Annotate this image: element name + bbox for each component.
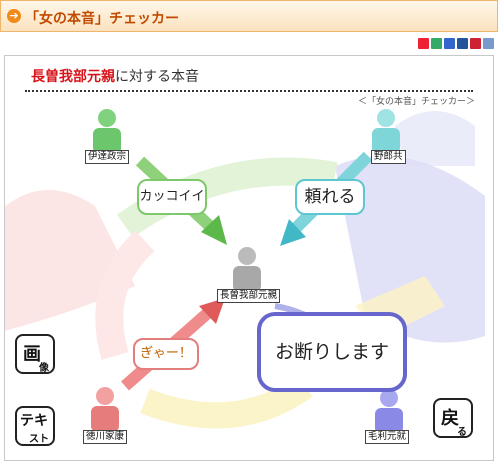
person-label-bottom-right: 毛利元就 <box>365 430 410 444</box>
pencil-icon[interactable] <box>483 38 494 49</box>
bubble-bottom-left: ぎゃー！ <box>133 338 199 370</box>
bg-blue-shape <box>335 156 485 343</box>
back-button[interactable]: 戻 る <box>433 398 473 438</box>
figure-bottom-left <box>91 387 119 432</box>
subject-heading: 長曽我部元親に対する本音 <box>31 66 199 86</box>
arrow-head-green <box>201 215 227 245</box>
bg-blue-top <box>395 111 475 166</box>
figure-center <box>233 247 261 292</box>
tag-icon[interactable] <box>444 38 455 49</box>
image-button-small: 像 <box>39 363 49 374</box>
person-label-top-left: 伊達政宗 <box>85 150 130 164</box>
back-button-small: る <box>457 427 467 438</box>
text-button-big: テキ <box>20 413 48 429</box>
share-icon[interactable] <box>431 38 442 49</box>
bubble-top-left: カッコイイ <box>137 179 207 215</box>
checker-panel: 長曽我部元親に対する本音 ＜「女の本音」チェッカー＞ <box>4 55 494 461</box>
image-button[interactable]: 画 像 <box>15 334 55 374</box>
person-label-top-right: 野郎共 <box>371 150 406 164</box>
subject-suffix: に対する本音 <box>115 69 199 85</box>
checker-caption: ＜「女の本音」チェッカー＞ <box>357 97 475 107</box>
circle-arrow-right-icon: ➔ <box>7 9 21 23</box>
page-header: ➔ 「女の本音」チェッカー <box>0 0 498 32</box>
figure-top-right <box>372 109 400 154</box>
image-button-big: 画 <box>23 344 41 365</box>
figure-top-left <box>93 109 121 154</box>
person-label-bottom-left: 徳川家康 <box>83 430 128 444</box>
person-label-center: 長曽我部元親 <box>217 289 281 303</box>
b-icon[interactable] <box>457 38 468 49</box>
bookmark-icon[interactable] <box>418 38 429 49</box>
figure-bottom-right <box>375 389 403 434</box>
arrow-head-red <box>199 298 225 324</box>
subject-name: 長曽我部元親 <box>31 69 115 85</box>
bg-yellow-arc <box>140 375 313 429</box>
text-button-small: スト <box>29 434 49 445</box>
back-button-big: 戻 <box>441 408 459 429</box>
clip-icon[interactable] <box>470 38 481 49</box>
relationship-diagram <box>5 109 485 434</box>
text-button[interactable]: テキ スト <box>15 406 55 446</box>
arrow-head-cyan <box>280 219 306 246</box>
page-title: 「女の本音」チェッカー <box>25 11 179 27</box>
bubble-bottom-right: お断りします <box>257 312 407 392</box>
bg-pink-arc <box>95 230 155 360</box>
dotted-divider <box>25 90 473 92</box>
share-toolbar <box>418 38 494 50</box>
bubble-top-right: 頼れる <box>295 179 365 215</box>
